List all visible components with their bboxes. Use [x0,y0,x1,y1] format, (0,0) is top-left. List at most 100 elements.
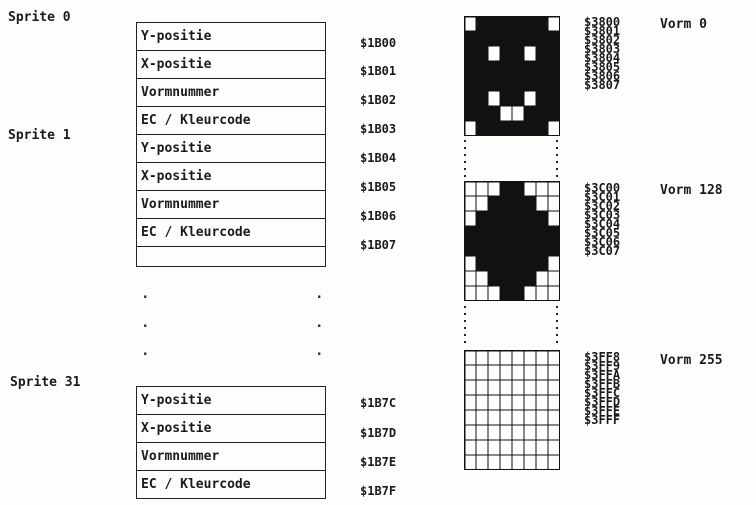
shape-address: $3C07 [584,247,620,256]
pixel-on [476,91,488,106]
pixel-off [488,91,500,106]
sprite-0-label: Sprite 0 [8,10,71,25]
pixel-on [512,31,524,46]
sprite-1-label: Sprite 1 [8,128,71,143]
table-row: EC / Kleurcode [137,470,325,498]
pixel-off [476,380,488,395]
pixel-on [464,91,476,106]
pixel-off [512,455,524,470]
ellipsis-dot: . [141,315,149,331]
pixel-on [500,211,512,226]
pixel-off [548,16,560,31]
pixel-on [476,106,488,121]
pixel-on [476,256,488,271]
pixel-off [548,181,560,196]
pixel-on [524,121,536,136]
pixel-off [476,271,488,286]
pixel-on [500,181,512,196]
pixel-on [536,76,548,91]
pixel-off [488,410,500,425]
pixel-off [524,286,536,301]
pixel-off [464,380,476,395]
pixel-off [488,455,500,470]
pixel-on [464,226,476,241]
pixel-on [536,106,548,121]
pixel-on [464,46,476,61]
pixel-on [524,16,536,31]
address-label: $1B07 [360,238,396,252]
pixel-off [536,380,548,395]
pixel-off [548,121,560,136]
pixel-off [536,410,548,425]
sprite-31-label: Sprite 31 [10,375,80,390]
pixel-off [524,455,536,470]
address-label: $1B00 [360,36,396,50]
shape-bitmap-vorm-128 [464,181,560,301]
pixel-off [488,365,500,380]
pixel-off [512,350,524,365]
pixel-off [488,380,500,395]
pixel-off [464,16,476,31]
ellipsis-dot: . [315,315,323,331]
pixel-off [500,350,512,365]
pixel-off [536,425,548,440]
pixel-on [548,226,560,241]
pixel-off [548,256,560,271]
pixel-off [464,181,476,196]
pixel-on [500,196,512,211]
pixel-off [536,365,548,380]
pixel-off [524,380,536,395]
pixel-off [464,365,476,380]
table-row-blank [137,246,325,266]
pixel-on [476,211,488,226]
pixel-off [500,365,512,380]
pixel-on [536,61,548,76]
pixel-off [548,286,560,301]
pixel-on [488,31,500,46]
pixel-off [488,440,500,455]
pixel-on [500,31,512,46]
pixel-off [548,350,560,365]
pixel-off [500,380,512,395]
pixel-on [524,256,536,271]
pixel-on [464,106,476,121]
pixel-on [488,16,500,31]
pixel-on [464,76,476,91]
pixel-on [512,76,524,91]
table-row: Vormnummer [137,190,325,218]
pixel-on [464,241,476,256]
pixel-off [548,211,560,226]
shape-address-list-vorm-128: $3C00 $3C01 $3C02 $3C03 $3C04 $3C05 $3C0… [584,184,620,256]
table-row: Y-positie [137,134,325,162]
dotted-connector [462,138,562,180]
pixel-on [500,61,512,76]
address-label: $1B02 [360,93,396,107]
address-label: $1B7D [360,426,396,440]
pixel-on [500,271,512,286]
table-row: X-positie [137,162,325,190]
pixel-off [524,395,536,410]
pixel-off [476,410,488,425]
pixel-off [536,181,548,196]
pixel-on [548,76,560,91]
pixel-off [548,410,560,425]
pixel-on [536,16,548,31]
table-row: EC / Kleurcode [137,218,325,246]
pixel-off [488,181,500,196]
pixel-off [536,271,548,286]
address-label: $1B06 [360,209,396,223]
pixel-off [476,196,488,211]
pixel-off [476,455,488,470]
pixel-on [500,256,512,271]
pixel-on [476,61,488,76]
pixel-off [512,106,524,121]
pixel-off [512,410,524,425]
pixel-off [488,286,500,301]
shape-address-list-vorm-255: $3FF8 $3FF9 $3FFA $3FFB $3FFC $3FFD $3FF… [584,353,620,425]
pixel-on [512,226,524,241]
pixel-off [548,271,560,286]
pixel-on [512,286,524,301]
sprite-attribute-table-0-1: Y-positie X-positie Vormnummer EC / Kleu… [136,22,326,267]
shape-bitmap-vorm-255 [464,350,560,470]
pixel-on [500,241,512,256]
